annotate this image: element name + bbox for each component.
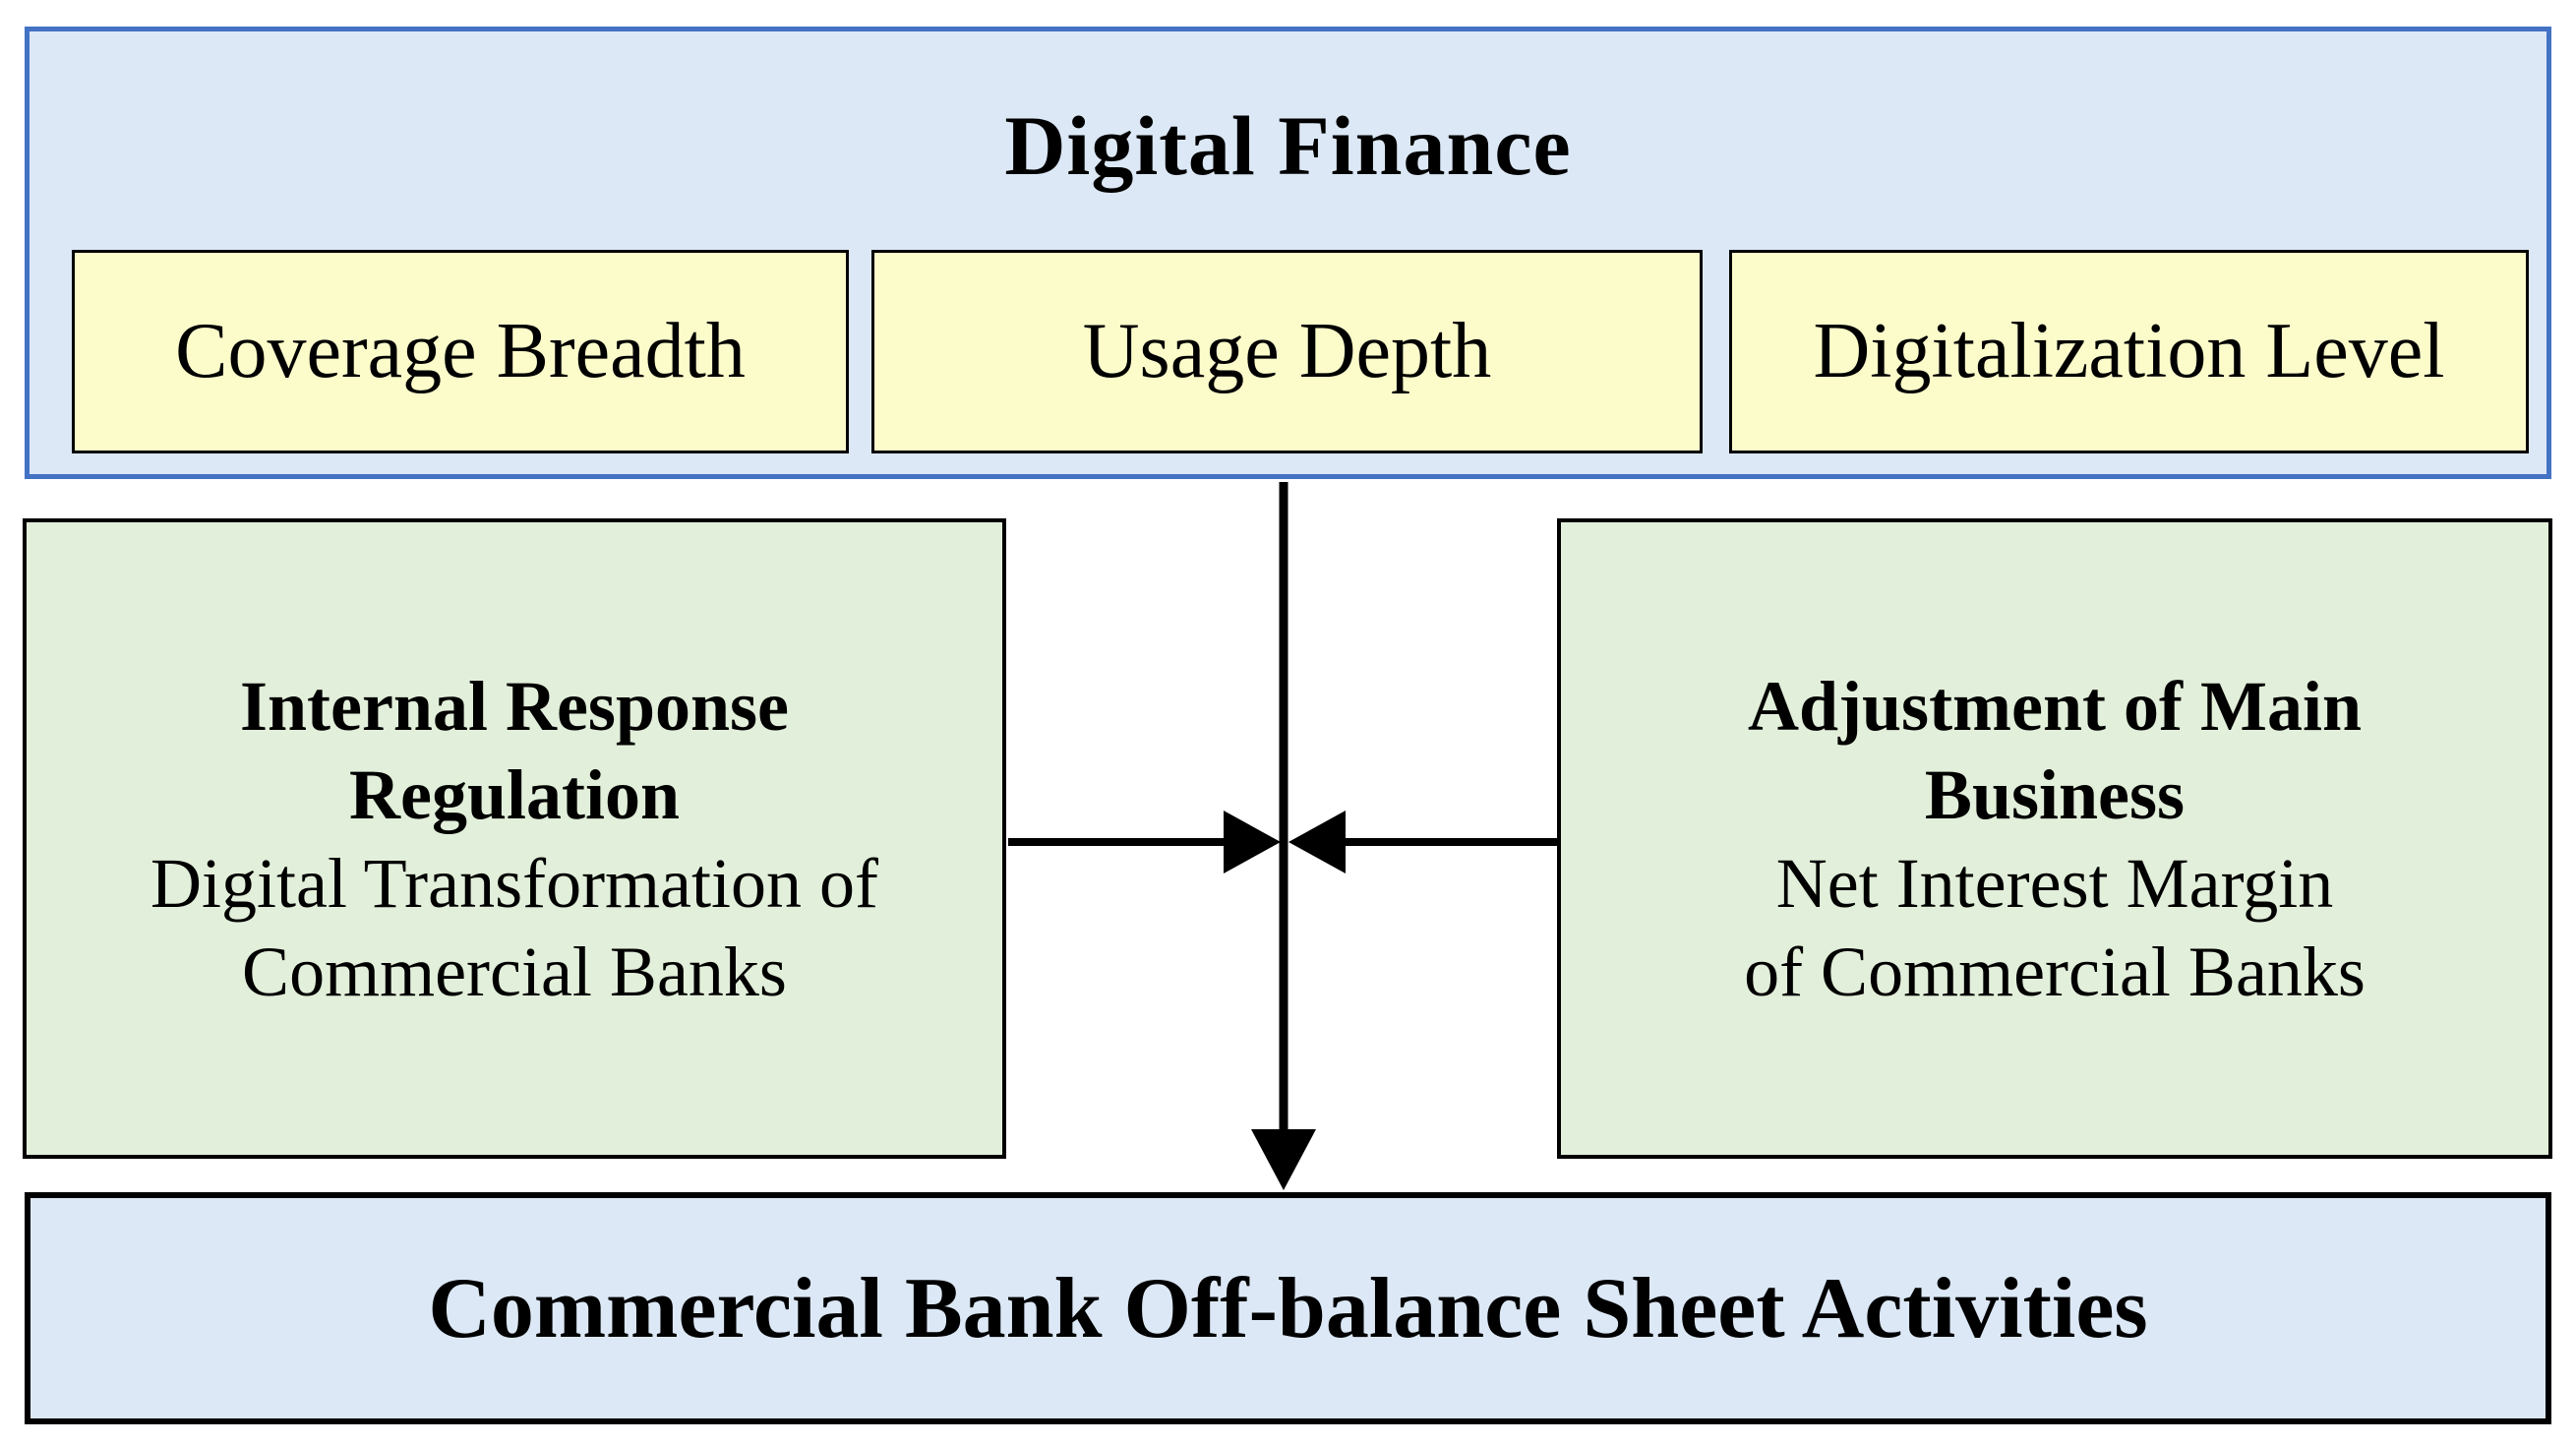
left-box-body-line1: Digital Transformation of (150, 843, 878, 923)
right-box-body-line2: of Commercial Banks (1744, 932, 2366, 1011)
off-balance-sheet-activities-box: Commercial Bank Off-balance Sheet Activi… (25, 1192, 2551, 1424)
down-arrow-icon (1251, 482, 1316, 1190)
left-box-heading-line1: Internal Response (239, 666, 790, 746)
left-box-body-line2: Commercial Banks (242, 932, 787, 1011)
usage-depth-label: Usage Depth (1082, 308, 1492, 394)
right-box-heading-line2: Business (1924, 754, 2186, 834)
digital-finance-title: Digital Finance (1004, 97, 1572, 193)
coverage-breadth-label: Coverage Breadth (175, 308, 746, 394)
digitalization-level-box: Digitalization Level (1729, 250, 2529, 453)
coverage-breadth-box: Coverage Breadth (72, 250, 849, 453)
digitalization-level-label: Digitalization Level (1813, 308, 2445, 394)
adjustment-main-business-box: Adjustment of Main Business Net Interest… (1557, 518, 2552, 1159)
off-balance-sheet-activities-label: Commercial Bank Off-balance Sheet Activi… (428, 1260, 2148, 1356)
left-arrow-icon (1288, 811, 1558, 873)
right-arrow-icon (1008, 811, 1281, 873)
usage-depth-box: Usage Depth (871, 250, 1703, 453)
right-box-body-line1: Net Interest Margin (1775, 843, 2334, 923)
left-box-heading-line2: Regulation (348, 754, 681, 834)
internal-response-regulation-box: Internal Response Regulation Digital Tra… (23, 518, 1006, 1159)
right-box-heading-line1: Adjustment of Main (1748, 666, 2362, 746)
